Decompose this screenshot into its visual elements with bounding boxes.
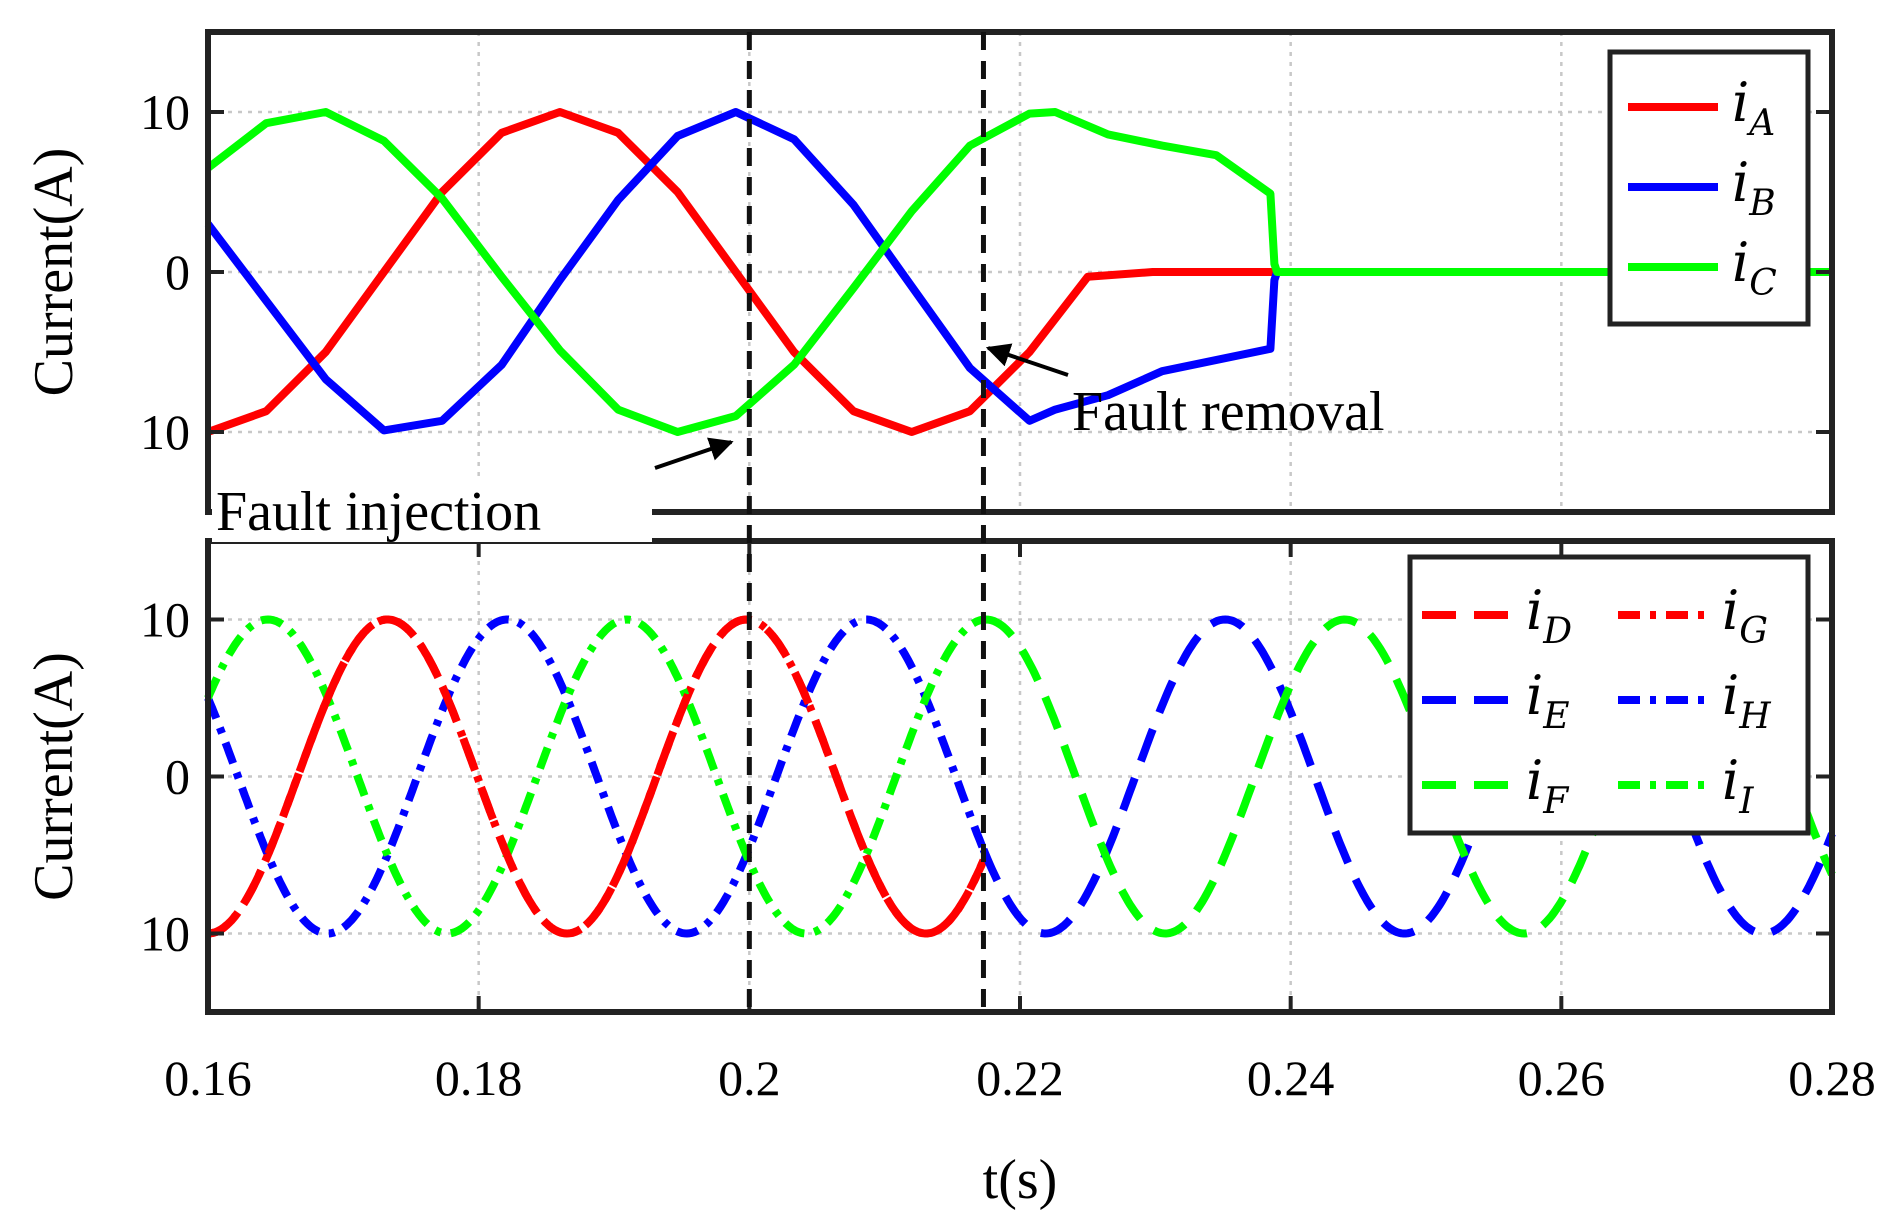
legend-subscript: F [1542, 781, 1570, 822]
legend-subscript: D [1542, 611, 1572, 652]
y-tick-label: 0 [165, 749, 190, 805]
series-iB [204, 108, 1832, 435]
y-tick-label: 10 [140, 906, 190, 962]
fault-removal-arrow [985, 343, 1069, 377]
x-tick-label: 0.18 [435, 1050, 523, 1106]
series-iA [206, 108, 1832, 436]
bottom-panel: 10 0 10 0.16 0.18 0.2 0.22 0.24 0.26 0.28 Curren… [23, 538, 1876, 1211]
top-y-axis-label: Current(A) [23, 148, 85, 397]
x-tick-label: 0.22 [976, 1050, 1064, 1106]
y-tick-label: 10 [140, 404, 190, 460]
series-iD [205, 615, 988, 938]
legend-subscript: G [1739, 611, 1768, 652]
x-tick-label: 0.2 [718, 1050, 781, 1106]
legend-subscript: H [1738, 696, 1771, 737]
fault-injection-arrow [654, 437, 734, 470]
top-y-ticks: 10 0 10 [140, 84, 1832, 460]
legend-subscript: E [1542, 696, 1569, 737]
legend-subscript: A [1746, 103, 1775, 144]
legend-subscript: C [1749, 263, 1777, 304]
bottom-legend-box [1407, 554, 1811, 836]
x-tick-label: 0.24 [1247, 1050, 1335, 1106]
legend-subscript: I [1738, 781, 1754, 822]
y-tick-label: 10 [140, 84, 190, 140]
legend-subscript: B [1748, 183, 1775, 224]
top-series [204, 108, 1832, 436]
y-tick-label: 0 [165, 244, 190, 300]
fault-injection-label: Fault injection [216, 481, 541, 543]
bottom-y-axis-label: Current(A) [23, 652, 85, 901]
series-iC [205, 108, 1832, 436]
fault-removal-label: Fault removal [1072, 381, 1385, 443]
bottom-x-ticks: 0.16 0.18 0.2 0.22 0.24 0.26 0.28 [164, 541, 1876, 1106]
y-tick-label: 10 [140, 592, 190, 648]
x-axis-label: t(s) [983, 1149, 1058, 1211]
fault-injection-label-bg [212, 478, 652, 542]
series-iH [204, 615, 988, 938]
x-tick-label: 0.28 [1788, 1050, 1876, 1106]
x-tick-label: 0.26 [1518, 1050, 1606, 1106]
series-iI [204, 615, 986, 938]
x-tick-label: 0.16 [164, 1050, 252, 1106]
bottom-y-ticks: 10 0 10 [140, 592, 1832, 962]
